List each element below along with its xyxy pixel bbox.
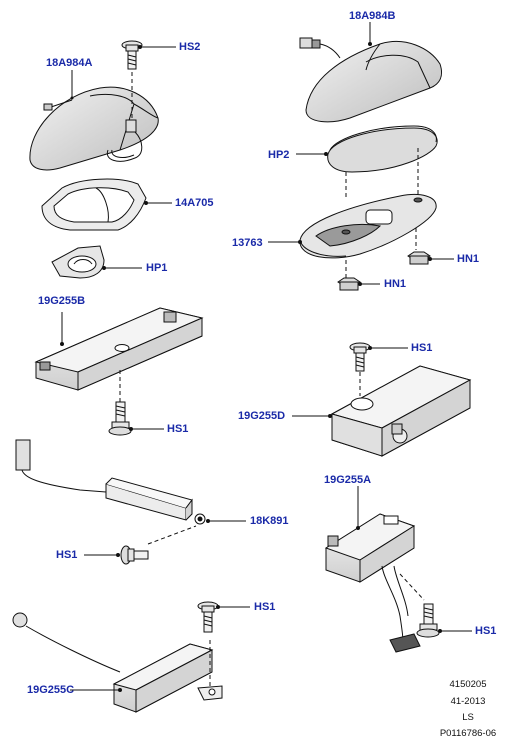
label-hn1-top: HN1 bbox=[457, 253, 480, 265]
antenna-18a984a bbox=[29, 86, 159, 171]
pad-hp1 bbox=[51, 245, 142, 279]
label-hp1: HP1 bbox=[146, 262, 168, 274]
label-hs1-k: HS1 bbox=[56, 549, 78, 561]
label-14a705: 14A705 bbox=[175, 197, 214, 209]
module-19g255d bbox=[292, 365, 472, 457]
antenna-18a984b bbox=[299, 22, 443, 123]
label-19g255a: 19G255A bbox=[324, 474, 372, 486]
module-19g255b bbox=[34, 307, 204, 402]
amplifier-18k891 bbox=[15, 439, 246, 545]
screw-hs1-a bbox=[416, 603, 472, 638]
screw-hs1-b bbox=[108, 401, 164, 436]
ref-code-2: 41-2013 bbox=[450, 696, 486, 707]
label-hp2: HP2 bbox=[268, 149, 290, 161]
ref-code-1: 4150205 bbox=[449, 679, 487, 690]
screw-hs1-c bbox=[197, 601, 250, 633]
label-hs2: HS2 bbox=[179, 41, 201, 53]
ref-code-3: LS bbox=[462, 712, 474, 723]
nut-hn1-right bbox=[407, 251, 454, 265]
module-19g255c bbox=[12, 612, 223, 713]
label-hn1-bottom: HN1 bbox=[384, 278, 407, 290]
screw-hs2 bbox=[121, 40, 176, 118]
label-18a984b: 18A984B bbox=[349, 10, 396, 22]
label-hs1-d: HS1 bbox=[411, 342, 433, 354]
gasket-14a705 bbox=[41, 178, 172, 231]
label-hs1-a: HS1 bbox=[475, 625, 497, 637]
module-19g255a bbox=[324, 486, 425, 653]
screw-hs1-k bbox=[84, 545, 149, 565]
label-19g255c: 19G255C bbox=[27, 684, 75, 696]
screw-hs1-d bbox=[349, 342, 408, 396]
label-hs1-c: HS1 bbox=[254, 601, 276, 613]
label-18k891: 18K891 bbox=[250, 515, 289, 527]
label-19g255d: 19G255D bbox=[238, 410, 286, 422]
label-18a984a: 18A984A bbox=[46, 57, 93, 69]
ref-code-4: P0116786-06 bbox=[439, 728, 497, 739]
label-hs1-b: HS1 bbox=[167, 423, 189, 435]
label-13763: 13763 bbox=[232, 237, 263, 249]
nut-hn1-left bbox=[337, 277, 380, 291]
base-13763 bbox=[268, 194, 437, 280]
pad-hp2 bbox=[296, 125, 438, 200]
label-19g255b: 19G255B bbox=[38, 295, 86, 307]
